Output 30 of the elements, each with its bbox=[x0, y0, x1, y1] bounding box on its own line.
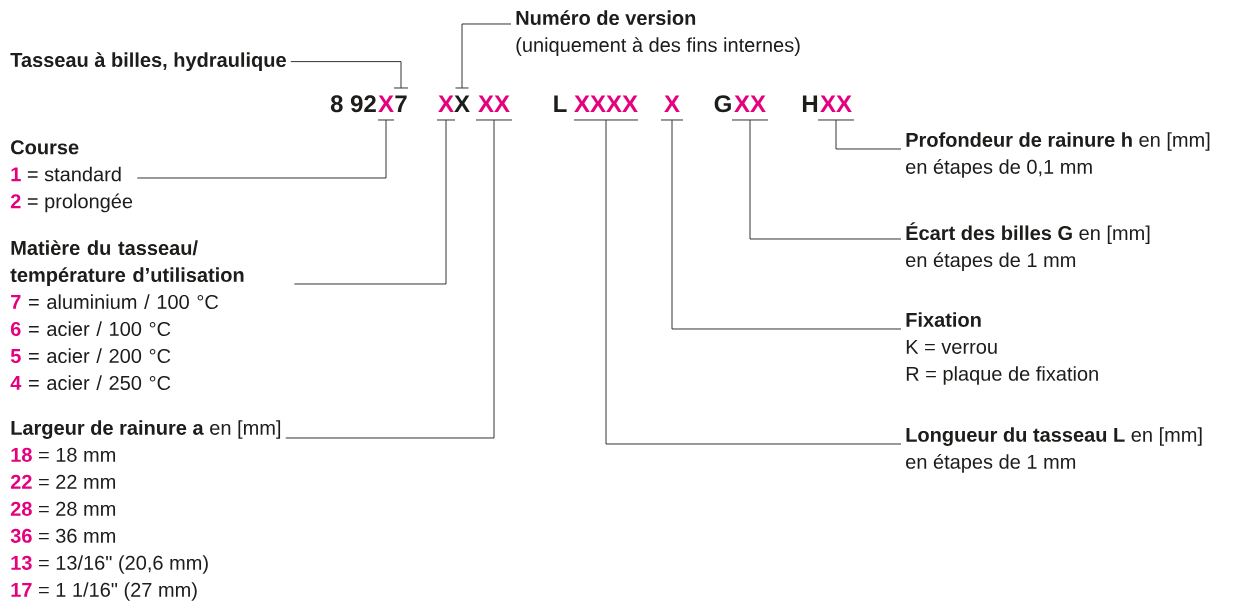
code-character: G bbox=[714, 95, 731, 113]
leader-line bbox=[749, 119, 902, 240]
annotation-text: Numéro de version (uniquement à des fins internes) bbox=[516, 10, 800, 56]
leader-line bbox=[136, 119, 387, 179]
code-character: X bbox=[377, 95, 395, 121]
annotation-text: Longueur du tasseau L en [mm] en étapes de 1 mm bbox=[906, 427, 1202, 473]
code-character: XX bbox=[475, 95, 513, 121]
annotation-text: Tasseau à billes, hydraulique bbox=[10, 52, 286, 71]
code-character: XXXX bbox=[573, 95, 639, 121]
annotation-text: Fixation K = verrou R = plaque de fixation bbox=[906, 312, 1098, 385]
annotation-text: Écart des billes G en [mm] en étapes de 1 mm bbox=[906, 222, 1150, 272]
code-character: H bbox=[802, 95, 818, 112]
leader-line bbox=[293, 119, 447, 285]
code-character: X bbox=[454, 87, 470, 112]
code-character: X bbox=[660, 95, 684, 121]
annotation-text: Matière du tasseau/ température d’utilisation 7 = aluminium / 100 °C 6 = acier / 100 °C 5 = acier / 200 °C 4 = acier / 250 °C bbox=[10, 240, 244, 391]
annotation-text: Profondeur de rainure h en [mm] en étapes de 0,1 mm bbox=[906, 132, 1210, 178]
leader-line bbox=[605, 119, 902, 445]
annotation-text: Largeur de rainure a en [mm] 18 = 18 mm 22 = 22 mm 28 = 28 mm 36 = 36 mm 13 = 13/16" (20,6 mm) 17 = 1 1/16" (27 mm) bbox=[10, 420, 281, 601]
code-character: 7 bbox=[393, 87, 409, 112]
code-character: L bbox=[554, 95, 567, 112]
leader-line bbox=[461, 23, 512, 89]
leader-line bbox=[835, 119, 902, 150]
leader-line bbox=[285, 119, 495, 439]
leader-line bbox=[671, 119, 902, 330]
leader-line bbox=[290, 61, 402, 89]
code-character: XX bbox=[731, 95, 769, 121]
annotation-text: Course 1 = standard 2 = prolongée bbox=[10, 140, 133, 213]
code-character: XX bbox=[817, 95, 855, 121]
code-character: 8 92 bbox=[330, 95, 376, 113]
